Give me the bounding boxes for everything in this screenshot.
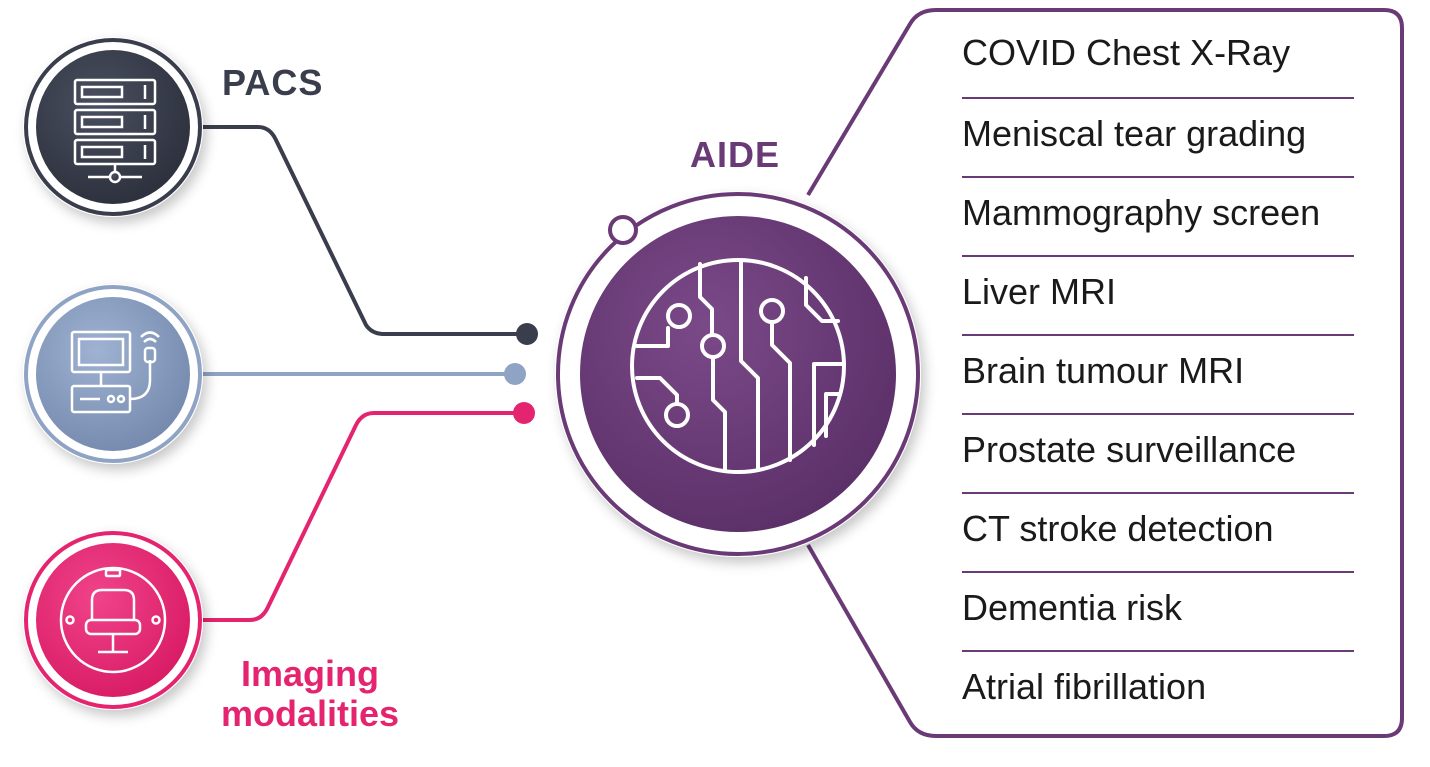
pacs-node — [23, 37, 203, 217]
aide-label: AIDE — [690, 134, 781, 175]
ultrasound-connector-dot — [504, 363, 526, 385]
pacs-connector-dot — [516, 323, 538, 345]
imaging-connector-line — [200, 411, 524, 622]
imaging-label-line2: modalities — [220, 693, 400, 734]
use-case-item: Brain tumour MRI — [962, 334, 1354, 413]
ultrasound-machine-icon — [70, 330, 160, 414]
server-rack-icon — [73, 78, 157, 184]
imaging-node — [23, 530, 203, 710]
pacs-connector-line — [200, 125, 527, 336]
use-case-bracket — [806, 8, 1404, 738]
pacs-label: PACS — [222, 62, 324, 103]
use-case-item: Prostate surveillance — [962, 413, 1354, 492]
use-case-item: COVID Chest X-Ray — [962, 32, 1291, 73]
scanner-chair-icon — [59, 566, 167, 674]
imaging-connector-dot — [513, 402, 535, 424]
use-case-item: CT stroke detection — [962, 492, 1354, 571]
imaging-modalities-label: Imaging modalities — [200, 654, 420, 734]
use-case-item: Atrial fibrillation — [962, 650, 1354, 729]
use-case-list: COVID Chest X-Ray Meniscal tear grading … — [962, 18, 1354, 729]
ultrasound-node — [23, 284, 203, 464]
circuit-brain-icon — [630, 258, 846, 474]
use-case-item: Dementia risk — [962, 571, 1354, 650]
hub-orbit-marker — [608, 215, 638, 245]
use-case-item: Meniscal tear grading — [962, 97, 1354, 176]
use-case-item: Mammography screen — [962, 176, 1354, 255]
imaging-label-line1: Imaging — [240, 653, 379, 694]
aide-hub — [555, 191, 921, 557]
use-case-item: Liver MRI — [962, 255, 1354, 334]
